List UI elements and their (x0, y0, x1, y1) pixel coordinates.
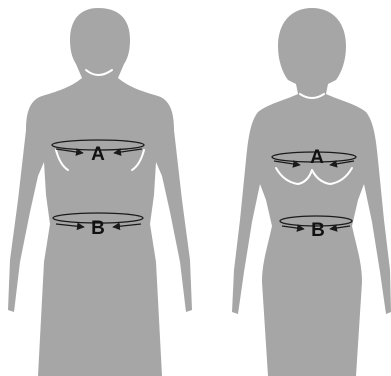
female-bust-marker: A (310, 147, 324, 168)
male-figure: A B (8, 8, 192, 376)
female-figure: A B (232, 8, 391, 376)
male-chest-marker: A (91, 144, 105, 165)
female-silhouette (232, 8, 391, 376)
male-silhouette (8, 8, 192, 376)
male-waist-marker: B (91, 218, 105, 239)
female-waist-marker: B (311, 220, 325, 241)
